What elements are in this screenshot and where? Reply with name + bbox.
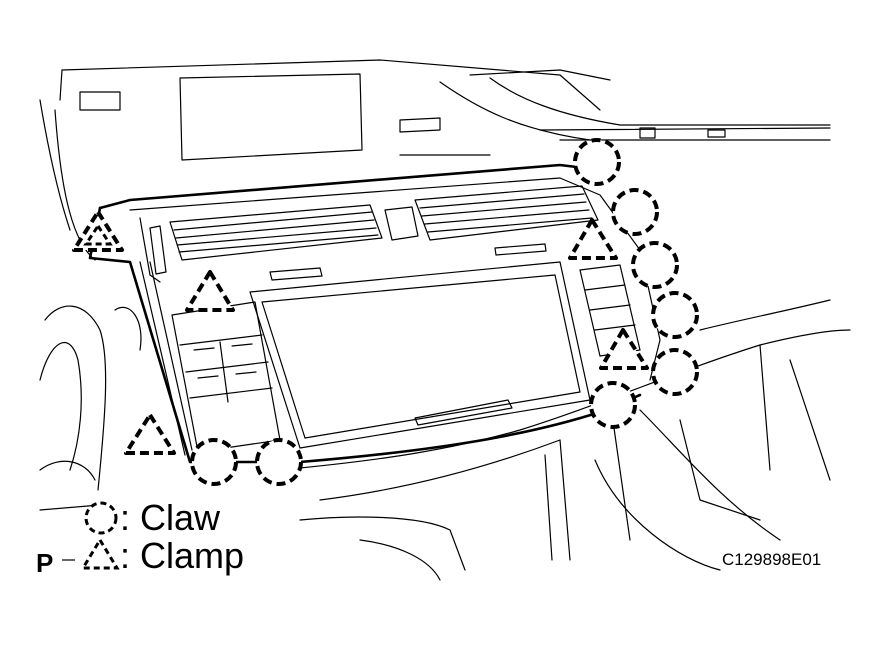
center-cluster-panel — [88, 163, 661, 464]
clamp-markers — [72, 210, 649, 455]
clamp-icon — [599, 328, 649, 370]
clamp-icon — [72, 210, 124, 252]
legend-clamp-label: : Clamp — [120, 535, 245, 576]
claw-icon — [611, 188, 659, 236]
clamp-icon — [124, 413, 176, 455]
claw-markers — [190, 138, 699, 486]
legend-clamp-icon — [80, 537, 120, 570]
claw-icon — [589, 381, 637, 429]
legend-symbols — [80, 501, 120, 570]
claw-icon — [651, 348, 699, 396]
claw-icon — [631, 241, 679, 289]
claw-icon — [255, 438, 303, 486]
view-mark-label: P — [36, 548, 54, 578]
clamp-inner-marks — [83, 223, 113, 246]
clamp-icon — [185, 270, 235, 312]
legend-claw-icon — [84, 501, 118, 535]
claw-icon — [190, 438, 238, 486]
legend-claw-label: : Claw — [120, 497, 221, 538]
claw-icon — [573, 138, 621, 186]
figure-code: C129898E01 — [722, 550, 822, 569]
background-structure — [39, 59, 851, 581]
claw-icon — [651, 291, 699, 339]
clamp-icon — [568, 218, 618, 260]
